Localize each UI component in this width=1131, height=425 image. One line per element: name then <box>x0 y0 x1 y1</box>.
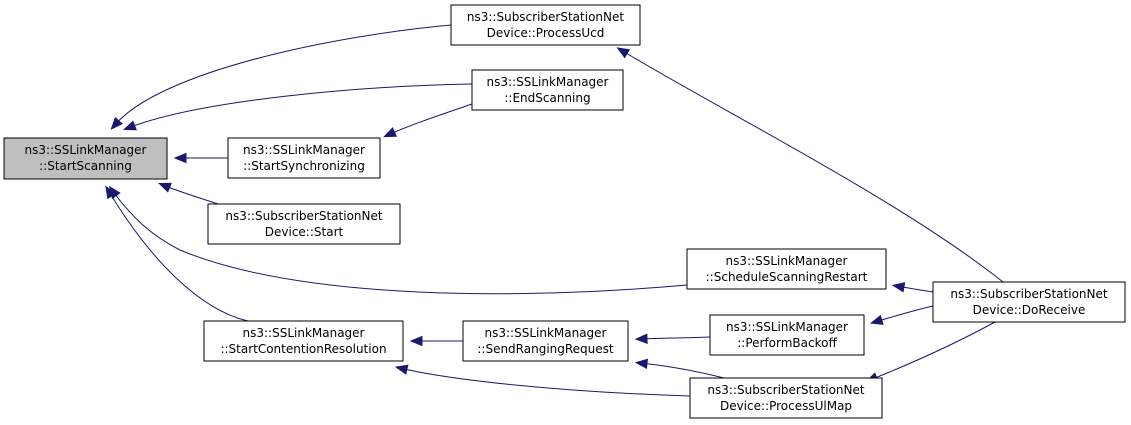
node-do-receive[interactable]: ns3::SubscriberStationNetDevice::DoRecei… <box>932 281 1126 323</box>
edge-line <box>127 83 473 129</box>
node-start-synchronizing[interactable]: ns3::SSLinkManager::StartSynchronizing <box>227 137 381 179</box>
node-start-scanning[interactable]: ns3::SSLinkManager::StartScanning <box>3 137 168 180</box>
node-label-line2: ::StartScanning <box>39 159 132 173</box>
node-label-line2: Device::Start <box>265 225 344 239</box>
edge-arrowhead <box>869 314 884 325</box>
edge-line <box>639 336 711 340</box>
edge-line <box>107 189 249 322</box>
node-label-line2: ::SendRangingRequest <box>477 342 614 356</box>
edge-do_receive-to-process_ucd <box>616 47 1004 283</box>
edge-line <box>111 189 688 295</box>
node-label-line1: ns3::SubscriberStationNet <box>225 209 382 223</box>
edge-arrowhead <box>173 152 187 164</box>
node-label-line2: Device::ProcessUcd <box>487 26 605 40</box>
node-label-line1: ns3::SubscriberStationNet <box>467 10 624 24</box>
edge-arrowhead <box>394 364 409 375</box>
edge-arrowhead <box>634 333 648 344</box>
edge-process_ul_map-to-start_contention_resolution <box>394 364 691 397</box>
node-box <box>203 320 404 362</box>
nodes-layer: ns3::SSLinkManager::StartScanningns3::Su… <box>3 4 1126 419</box>
node-box <box>686 248 887 290</box>
node-label-line1: ns3::SSLinkManager <box>487 75 609 89</box>
node-label-line1: ns3::SSLinkManager <box>25 143 147 157</box>
node-box <box>450 4 641 46</box>
node-label-line1: ns3::SSLinkManager <box>726 320 848 334</box>
node-process-ucd[interactable]: ns3::SubscriberStationNetDevice::Process… <box>450 4 641 46</box>
edge-process_ul_map-to-send_ranging_request <box>634 358 725 379</box>
node-box <box>207 203 401 245</box>
edge-line <box>639 362 725 379</box>
edge-arrowhead <box>158 182 172 193</box>
edge-arrowhead <box>105 185 117 200</box>
node-label-line2: ::PerformBackoff <box>737 336 837 350</box>
node-label-line2: Device::DoReceive <box>973 303 1086 317</box>
edge-arrowhead <box>634 358 649 370</box>
node-box <box>227 137 381 179</box>
edge-line <box>387 103 473 136</box>
edge-do_receive-to-process_ul_map <box>865 321 996 383</box>
edge-arrowhead <box>616 47 631 59</box>
node-process-ul-map[interactable]: ns3::SubscriberStationNetDevice::Process… <box>689 377 883 419</box>
node-label-line1: ns3::SubscriberStationNet <box>950 287 1107 301</box>
node-label-line1: ns3::SSLinkManager <box>485 326 607 340</box>
node-box <box>709 314 865 356</box>
node-perform-backoff[interactable]: ns3::SSLinkManager::PerformBackoff <box>709 314 865 356</box>
edge-start_contention_resolution-to-start_scanning <box>105 185 249 322</box>
node-label-line2: Device::ProcessUlMap <box>720 399 852 413</box>
edge-line <box>162 184 219 205</box>
node-box <box>462 320 629 362</box>
edge-start_synchronizing-to-start_scanning <box>173 152 228 164</box>
edge-send_ranging_request-to-start_contention_resolution <box>409 335 463 347</box>
node-label-line1: ns3::SSLinkManager <box>726 254 848 268</box>
node-label-line1: ns3::SSLinkManager <box>243 326 365 340</box>
node-label-line2: ::ScheduleScanningRestart <box>706 270 868 284</box>
edge-end_scanning-to-start_scanning <box>123 83 473 131</box>
edge-line <box>869 321 996 381</box>
node-box <box>3 137 168 180</box>
edge-device_start-to-start_scanning <box>158 182 219 205</box>
node-label-line2: ::EndScanning <box>504 91 590 105</box>
edges-layer <box>105 24 1004 397</box>
node-start-contention-resolution[interactable]: ns3::SSLinkManager::StartContentionResol… <box>203 320 404 362</box>
edge-end_scanning-to-start_synchronizing <box>383 103 473 138</box>
edge-perform_backoff-to-do_receive <box>869 305 934 325</box>
edge-arrowhead <box>123 120 137 131</box>
edge-arrowhead <box>110 116 123 130</box>
edge-line <box>399 367 691 397</box>
edge-arrowhead <box>891 282 906 293</box>
edge-line <box>620 49 1004 283</box>
edge-do_receive-to-schedule_scanning_restart <box>891 282 934 293</box>
node-label-line1: ns3::SSLinkManager <box>243 143 365 157</box>
node-box <box>932 281 1126 323</box>
edge-line <box>874 305 934 323</box>
node-box <box>471 69 624 111</box>
node-label-line2: ::StartSynchronizing <box>243 159 365 173</box>
node-send-ranging-request[interactable]: ns3::SSLinkManager::SendRangingRequest <box>462 320 629 362</box>
node-label-line1: ns3::SubscriberStationNet <box>707 383 864 397</box>
node-end-scanning[interactable]: ns3::SSLinkManager::EndScanning <box>471 69 624 111</box>
edge-arrowhead <box>383 127 397 138</box>
edge-line <box>113 24 452 127</box>
node-label-line2: ::StartContentionResolution <box>220 342 386 356</box>
edge-arrowhead <box>409 335 423 347</box>
edge-perform_backoff-to-send_ranging_request <box>634 333 711 344</box>
node-box <box>689 377 883 419</box>
edge-process_ucd-to-start_scanning <box>110 24 452 130</box>
node-schedule-scanning-restart[interactable]: ns3::SSLinkManager::ScheduleScanningRest… <box>686 248 887 290</box>
